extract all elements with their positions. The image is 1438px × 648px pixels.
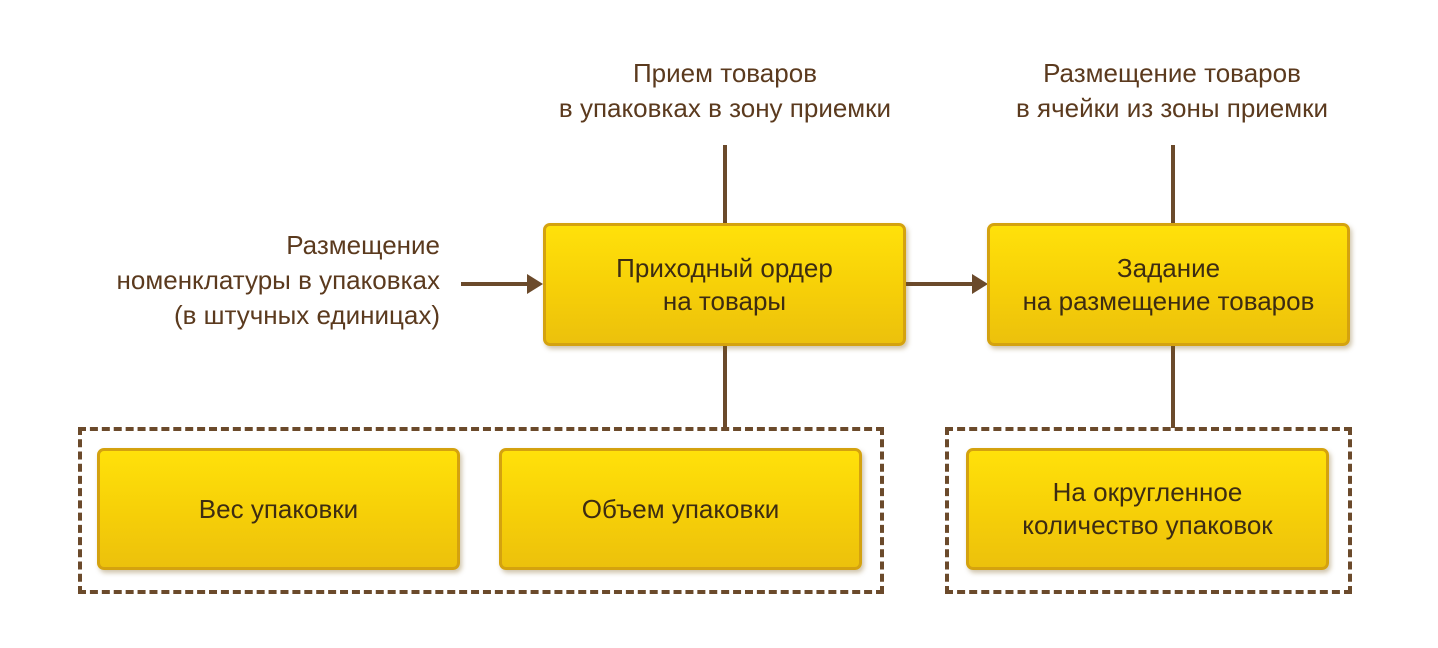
- package-weight-node: Вес упаковки: [97, 448, 460, 570]
- receipt-packaging-group: [78, 427, 884, 594]
- arrowhead-placement-task: [972, 274, 988, 294]
- rounded-package-count-node: На округленное количество упаковок: [966, 448, 1329, 570]
- label-receipt-into-zone: Прием товаров в упаковках в зону приемки: [558, 58, 892, 123]
- arrowhead-receipt-order: [527, 274, 543, 294]
- placement-rounding-group: [945, 427, 1352, 594]
- label-nomenclature-placement: Размещение номенклатуры в упаковках (в ш…: [116, 230, 440, 330]
- receipt-order-node: Приходный ордер на товары: [543, 223, 906, 346]
- package-volume-node: Объем упаковки: [499, 448, 862, 570]
- label-placement-into-cells: Размещение товаров в ячейки из зоны прие…: [1015, 58, 1329, 123]
- placement-task-node: Задание на размещение товаров: [987, 223, 1350, 346]
